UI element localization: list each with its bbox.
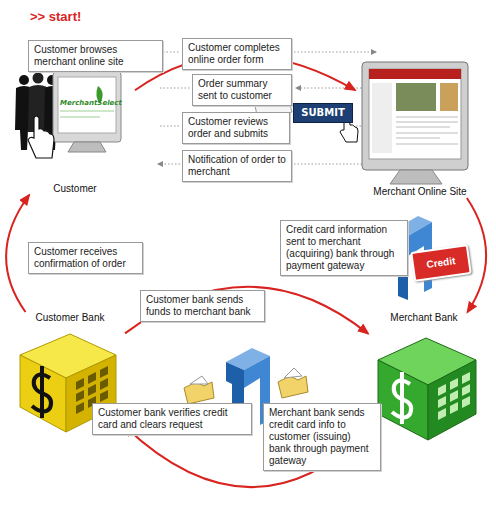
actor-label: Customer Bank (36, 312, 105, 324)
monitor-stand (390, 170, 442, 184)
node-text: SUBMIT (294, 104, 352, 122)
flow-arrow (467, 198, 486, 312)
cube-left (378, 360, 428, 440)
node-text: Credit Card (412, 246, 473, 305)
credit-card: Credit Card (410, 244, 472, 282)
leader-line (160, 126, 180, 127)
person-head (19, 75, 29, 85)
leader-line (163, 52, 180, 53)
person-head (33, 73, 44, 84)
web-header (369, 69, 461, 79)
flow-arrow (6, 195, 29, 312)
process-box: Customer reviews order and submits (182, 112, 290, 144)
process-box: Credit card information sent to merchant… (280, 220, 408, 276)
process-box: Order summary sent to customer (192, 74, 292, 106)
node-text: Notification of order to merchant (188, 154, 286, 178)
screen-line (60, 110, 114, 112)
actor-illustration: Merchant Bank (368, 312, 480, 444)
hand-cursor (28, 116, 54, 158)
node-text: Customer bank sends funds to merchant ba… (146, 294, 259, 318)
node-text: Customer receives confirmation of order (34, 246, 137, 270)
web-photo (396, 83, 436, 111)
folder-icon (278, 376, 308, 398)
process-box: Notification of order to merchant (182, 150, 292, 182)
node-text: Customer reviews order and submits (188, 116, 284, 140)
leader-line (158, 164, 180, 165)
web-photo (440, 83, 458, 111)
web-text-lines (396, 117, 458, 144)
paper-icon (284, 368, 302, 378)
cube-left (20, 355, 66, 432)
actor-illustration: Customer (15, 70, 135, 195)
node-text: Credit card information sent to merchant… (286, 224, 402, 272)
monitor-frame (53, 72, 121, 142)
window-grid (438, 372, 470, 420)
actor-label: Customer (53, 183, 96, 195)
node-text: Customer browses merchant online site (34, 44, 157, 68)
screen-logo-text: MerchantSelect (60, 100, 122, 107)
web-sidebar (372, 83, 392, 153)
paper-icon (190, 376, 208, 384)
leader-line (160, 88, 190, 89)
dollar-symbol (392, 372, 411, 424)
node-text: Merchant bank sends credit card info to … (269, 407, 375, 467)
cube-right (428, 360, 476, 440)
folder-icon (184, 382, 214, 404)
process-box: Merchant bank sends credit card info to … (263, 403, 381, 471)
actor-label: Merchant Bank (390, 312, 457, 324)
monitor-screen (369, 69, 461, 159)
screen-line (60, 116, 100, 118)
leader-line (296, 88, 372, 89)
monitor-stand (68, 142, 106, 152)
start-label: >> start! (30, 10, 81, 23)
flow-arrow (125, 287, 368, 334)
node-text: Customer bank verifies credit card and c… (98, 407, 246, 431)
actor-illustration: Merchant Online Site (355, 58, 485, 198)
monitor-frame (362, 62, 468, 170)
process-box: Customer browses merchant online site (28, 40, 163, 72)
process-box: Customer receives confirmation of order (28, 242, 143, 274)
actor-label: Merchant Online Site (373, 186, 466, 198)
node-text: Customer completes online order form (188, 42, 286, 66)
submit-button: SUBMIT (293, 103, 353, 123)
process-box: Customer completes online order form (182, 38, 292, 70)
node-text: Order summary sent to customer (198, 78, 286, 102)
leader-line (294, 52, 376, 53)
process-box: Customer bank sends funds to merchant ba… (140, 290, 265, 322)
process-box: Customer bank verifies credit card and c… (92, 403, 252, 435)
dollar-symbol (32, 366, 51, 418)
